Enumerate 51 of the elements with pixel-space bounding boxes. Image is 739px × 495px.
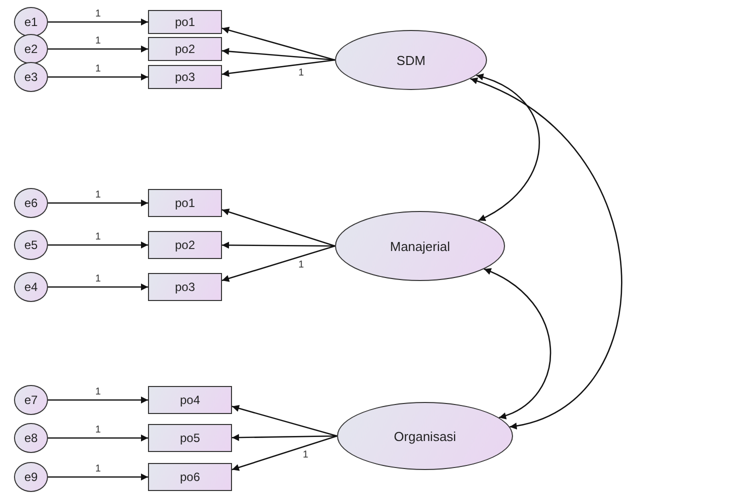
edge-label: 1: [94, 386, 102, 398]
error-circle: e8: [14, 423, 48, 453]
arrow: [48, 18, 148, 26]
arrow: [48, 434, 148, 442]
arrow: [48, 200, 148, 206]
variable-box: po5: [148, 424, 232, 452]
edge-label: 1: [94, 464, 102, 474]
edge-label: 1: [94, 64, 102, 74]
edge-label: 1: [94, 8, 102, 20]
edge-label: 1: [94, 232, 102, 242]
arrow: [222, 59, 336, 77]
error-circle: e1: [14, 7, 48, 37]
arrow: [48, 46, 148, 52]
error-circle: e4: [14, 272, 48, 302]
arrow: [222, 48, 336, 61]
error-circle: e5: [14, 230, 48, 260]
arrow: [232, 435, 338, 471]
arrow: [222, 208, 336, 247]
arrow: [48, 284, 148, 290]
arrow: [48, 74, 148, 80]
error-circle: e2: [14, 34, 48, 64]
latent-ellipse: SDM: [335, 30, 487, 90]
variable-box: po6: [148, 463, 232, 491]
arrow: [48, 242, 148, 248]
variable-box: po3: [148, 65, 222, 89]
variable-box: po2: [148, 231, 222, 259]
error-circle: e9: [14, 462, 48, 492]
arrow: [48, 474, 148, 480]
arrow: [222, 242, 335, 249]
latent-ellipse: Manajerial: [335, 211, 505, 281]
arrow: [232, 434, 338, 442]
double-headed-arrow: [476, 74, 540, 222]
double-headed-arrow: [470, 78, 622, 428]
edge-label: 1: [94, 36, 102, 46]
arrow: [222, 245, 336, 282]
error-circle: e3: [14, 62, 48, 92]
edge-label: 1: [94, 190, 102, 200]
edge-label: 1: [94, 274, 102, 284]
variable-box: po3: [148, 273, 222, 301]
variable-box: po4: [148, 386, 232, 414]
latent-ellipse: Organisasi: [337, 402, 513, 470]
arrow: [232, 404, 338, 437]
arrow: [222, 26, 336, 61]
arrow: [48, 396, 148, 404]
variable-box: po1: [148, 189, 222, 217]
variable-box: po2: [148, 37, 222, 61]
error-circle: e6: [14, 188, 48, 218]
variable-box: po1: [148, 10, 222, 34]
error-circle: e7: [14, 385, 48, 415]
edge-label: 1: [94, 424, 102, 436]
double-headed-arrow: [484, 268, 551, 418]
